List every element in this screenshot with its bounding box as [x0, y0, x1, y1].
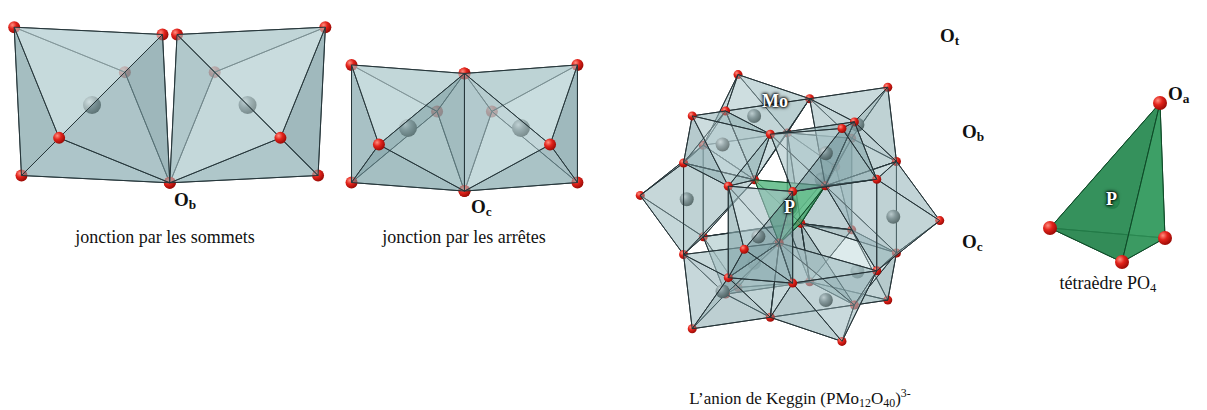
- atom-label: P: [1106, 190, 1117, 210]
- text-run: jonction par les arrêtes: [382, 227, 545, 247]
- text-run: t: [955, 33, 959, 48]
- oxygen-label: Ob: [962, 122, 984, 145]
- polyhedron-face: [177, 27, 325, 138]
- polyhedron-face: [877, 179, 940, 271]
- text-run: O: [871, 389, 883, 408]
- atom-label: P: [784, 198, 795, 218]
- text-run: O: [471, 196, 486, 217]
- text-run: P: [1106, 189, 1117, 209]
- po4-tetrahedron: [1043, 96, 1172, 269]
- text-run: c: [486, 204, 492, 219]
- oxygen-atom: [274, 132, 286, 144]
- polyhedron-face: [825, 179, 876, 271]
- polyhedron-face: [640, 163, 683, 255]
- polyhedron-face: [692, 116, 770, 186]
- oxygen-label: Oc: [471, 197, 492, 220]
- oxygen-atom: [544, 139, 556, 151]
- figure-caption: jonction par les arrêtes: [382, 228, 545, 248]
- terminal-oxygen: [740, 245, 749, 254]
- polyhedron-face: [379, 73, 465, 191]
- text-run: a: [1183, 91, 1190, 106]
- text-run: O: [940, 25, 955, 46]
- polyhedron-face: [793, 271, 877, 342]
- polyhedron-face: [770, 129, 842, 192]
- terminal-oxygen: [837, 124, 846, 133]
- text-run: tétraèdre PO: [1060, 273, 1150, 293]
- text-run: 40: [883, 396, 895, 410]
- text-run: 3-: [901, 386, 911, 400]
- oxygen-atom: [1115, 255, 1129, 269]
- oxygen-label: Oa: [1168, 84, 1189, 107]
- figure-caption: L’anion de Keggin (PMo12O40)3-: [689, 387, 910, 410]
- text-run: c: [977, 239, 983, 254]
- text-run: 12: [859, 396, 871, 410]
- keggin-anion: [636, 70, 945, 346]
- text-run: jonction par les sommets: [75, 227, 254, 247]
- text-run: b: [977, 129, 984, 144]
- text-run: O: [962, 121, 977, 142]
- oxygen-atom: [1043, 221, 1057, 235]
- text-run: b: [189, 197, 196, 212]
- edge-sharing-octahedra: [346, 59, 584, 197]
- polyhedron-face: [464, 73, 550, 191]
- text-run: 4: [1150, 281, 1156, 295]
- oxygen-label: Ob: [174, 190, 196, 213]
- oxygen-label: Oc: [962, 232, 983, 255]
- oxygen-atom: [1158, 231, 1172, 245]
- oxygen-atom: [53, 132, 65, 144]
- text-run: O: [174, 189, 189, 210]
- atom-label: Mo: [762, 92, 788, 112]
- figure-caption: tétraèdre PO4: [1060, 274, 1157, 296]
- oxygen-label: Ot: [940, 26, 959, 49]
- text-run: O: [1168, 83, 1183, 104]
- corner-sharing-octahedra: [8, 21, 331, 189]
- oxygen-atom: [1153, 96, 1167, 110]
- text-run: ): [895, 389, 901, 408]
- text-run: P: [784, 197, 795, 217]
- figure-caption: jonction par les sommets: [75, 228, 254, 248]
- text-run: L’anion de Keggin (PMo: [689, 389, 859, 408]
- polyhedron-face: [14, 27, 162, 138]
- polyhedron-face: [728, 186, 792, 249]
- text-run: O: [962, 231, 977, 252]
- oxygen-atom: [373, 139, 385, 151]
- text-run: Mo: [762, 91, 788, 111]
